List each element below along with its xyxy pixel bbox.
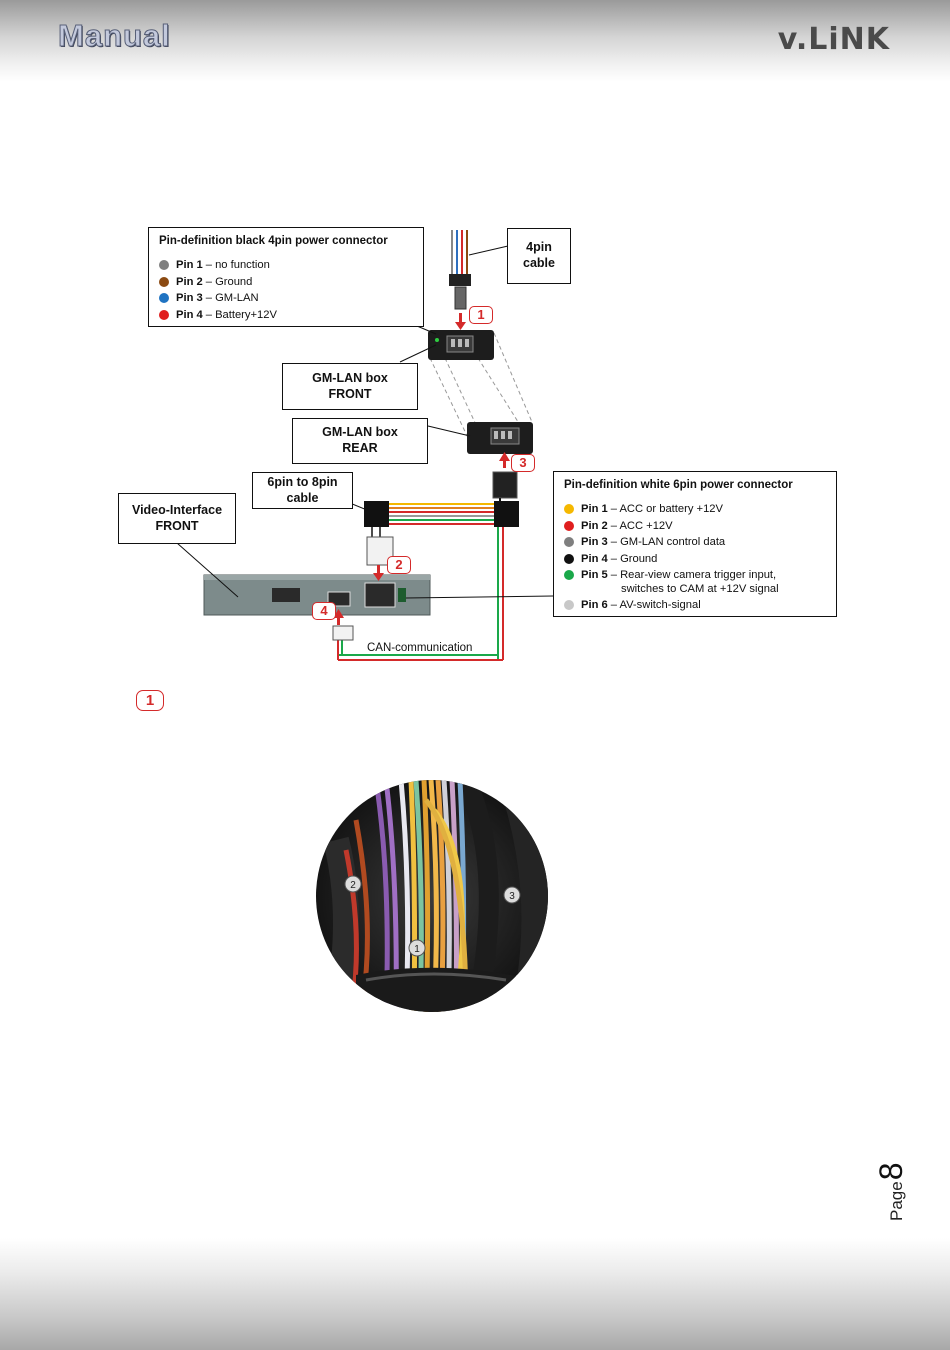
callout-2: 2: [387, 556, 411, 574]
page-number: Page8: [868, 1155, 918, 1225]
harness-wires: [337, 498, 519, 661]
pin-description: – Battery+12V: [205, 308, 277, 321]
rear-connector: [492, 471, 518, 499]
four-pin-cable: [449, 230, 509, 310]
manual-brand-text: Manual: [58, 18, 171, 54]
callout-1: 1: [469, 306, 493, 324]
pin-color-dot: [564, 553, 574, 564]
pin-color-dot: [159, 260, 169, 271]
page-digit: 8: [873, 1162, 909, 1181]
six-pin-definition-box: Pin-definition white 6pin power connecto…: [553, 471, 837, 617]
four-pin-1: Pin 1– no function: [159, 258, 417, 272]
page-footer: [0, 1238, 950, 1350]
six-pin-2: Pin 2– ACC +12V: [564, 519, 830, 533]
photo-marker-1: 1: [414, 944, 420, 955]
pin-number: Pin 2: [581, 519, 608, 532]
harness-photo-drawing: 2 1 3: [316, 780, 548, 1012]
gm-lan-box-rear: [467, 422, 533, 454]
pin-description: – GM-LAN control data: [610, 536, 726, 549]
six-pin-4: Pin 4– Ground: [564, 552, 830, 566]
pin-description: – GM-LAN: [205, 292, 259, 305]
pin-description: – ACC +12V: [610, 519, 673, 532]
pin-color-dot: [159, 309, 169, 320]
pin-color-dot: [564, 569, 574, 580]
pin-color-dot: [564, 520, 574, 531]
pin-number: Pin 2: [176, 275, 203, 288]
pin-color-dot: [159, 293, 169, 304]
four-pin-4: Pin 4– Battery+12V: [159, 308, 417, 322]
pin-number: Pin 1: [581, 503, 608, 516]
pin-description-cont: switches to CAM at +12V signal: [621, 582, 779, 595]
pin-color-dot: [564, 600, 574, 611]
step-1-marker: 1: [136, 690, 164, 711]
six-pin-6: Pin 6– AV-switch-signal: [564, 598, 830, 612]
callout-3: 3: [511, 454, 535, 472]
four-pin-title: Pin-definition black 4pin power connecto…: [159, 235, 388, 247]
pin-description: – no function: [205, 259, 270, 272]
gm-lan-box-front: [428, 330, 494, 360]
pin-description: – ACC or battery +12V: [610, 503, 723, 516]
pin-number: Pin 5: [581, 568, 608, 581]
pin-color-dot: [159, 276, 169, 287]
vlink-logo: v.LiNK: [777, 22, 890, 57]
pin-number: Pin 4: [176, 308, 203, 321]
six-pin-5: Pin 5– Rear-view camera trigger input,sw…: [564, 568, 830, 596]
six-pin-3: Pin 3– GM-LAN control data: [564, 535, 830, 549]
wiring-harness-photo: 2 1 3: [316, 780, 548, 1012]
six-pin-1: Pin 1– ACC or battery +12V: [564, 502, 830, 516]
pin-description: – Rear-view camera trigger input,: [610, 568, 777, 581]
pin-number: Pin 3: [581, 536, 608, 549]
pin-number: Pin 4: [581, 552, 608, 565]
video-interface-box: [203, 574, 554, 641]
pin-number: Pin 3: [176, 292, 203, 305]
four-pin-2: Pin 2– Ground: [159, 275, 417, 289]
pin-description: – Ground: [205, 275, 253, 288]
can-communication-label: CAN-communication: [367, 642, 473, 654]
pin-description: – AV-switch-signal: [610, 599, 701, 612]
photo-marker-3: 3: [509, 891, 515, 902]
callout-4: 4: [312, 602, 336, 620]
four-pin-definition-box: Pin-definition black 4pin power connecto…: [148, 227, 424, 327]
pin-color-dot: [564, 504, 574, 515]
pin-color-dot: [564, 537, 574, 548]
page-header: Manual v.LiNK: [0, 0, 950, 82]
six-pin-title: Pin-definition white 6pin power connecto…: [564, 479, 793, 491]
pin-number: Pin 6: [581, 599, 608, 612]
pin-description: – Ground: [610, 552, 658, 565]
pin-number: Pin 1: [176, 259, 203, 272]
photo-marker-2: 2: [350, 880, 356, 891]
four-pin-3: Pin 3– GM-LAN: [159, 291, 417, 305]
page-word: Page: [887, 1181, 906, 1221]
